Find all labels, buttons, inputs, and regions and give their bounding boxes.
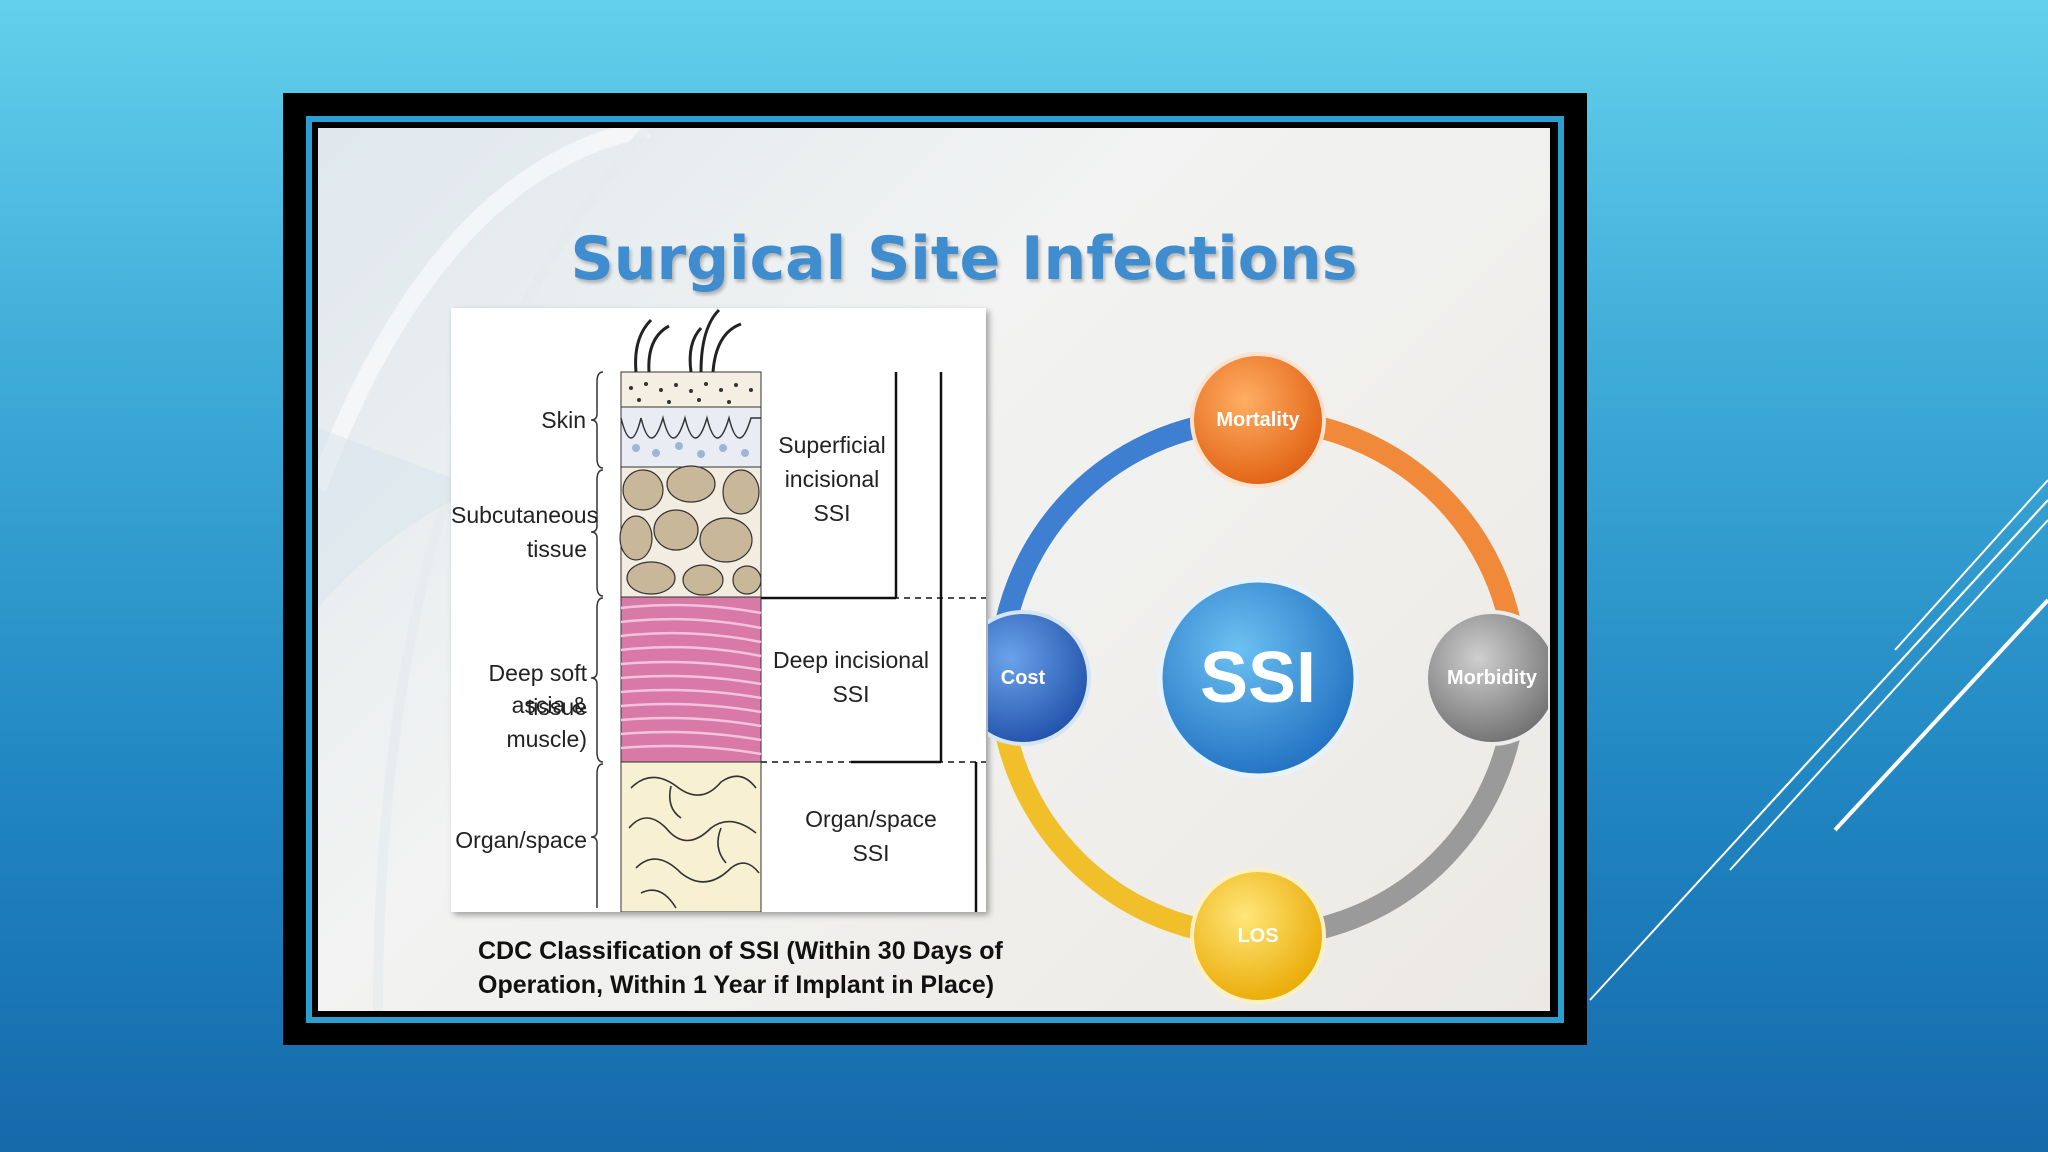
- label-deep-incisional-2: SSI: [832, 681, 870, 707]
- slide-content: Surgical Site Infections: [318, 128, 1550, 1011]
- center-node: [1157, 577, 1359, 779]
- ssi-impact-cycle: SSI Mortality Morbidity LOS Cost: [988, 352, 1548, 1004]
- node-morbidity-label: Morbidity: [1447, 667, 1538, 689]
- hair-icon: [634, 308, 742, 373]
- node-mortality-label: Mortality: [1216, 409, 1300, 431]
- node-cost: Cost: [988, 610, 1091, 746]
- label-superficial-3: SSI: [813, 500, 851, 526]
- label-organ-ssi-2: SSI: [852, 840, 890, 866]
- label-superficial-2: incisional: [784, 466, 880, 492]
- center-label: SSI: [1200, 638, 1316, 718]
- node-morbidity: Morbidity: [1424, 610, 1548, 746]
- node-mortality: Mortality: [1190, 352, 1326, 488]
- label-deep-incisional-1: Deep incisional: [773, 647, 929, 673]
- caption-line-1: CDC Classification of SSI (Within 30 Day…: [478, 937, 1003, 965]
- label-subcutaneous-1: Subcutaneous: [451, 502, 599, 528]
- ssi-layers-diagram: Skin Subcutaneous tissue Deep soft tissu…: [451, 308, 986, 912]
- node-los: LOS: [1190, 868, 1326, 1004]
- label-skin: Skin: [541, 407, 586, 433]
- node-los-label: LOS: [1237, 925, 1278, 947]
- diagram-caption: CDC Classification of SSI (Within 30 Day…: [478, 934, 1078, 1002]
- tissue-illustration: [590, 308, 986, 912]
- label-deep-2: ascia & muscle): [506, 692, 587, 752]
- background-swoosh: [318, 128, 652, 1011]
- caption-line-2: Operation, Within 1 Year if Implant in P…: [478, 971, 995, 999]
- label-deep-1: Deep soft tissue: [488, 660, 587, 720]
- label-organ: Organ/space: [455, 827, 587, 853]
- label-superficial-1: Superficial: [778, 432, 886, 458]
- label-subcutaneous-2: tissue: [526, 536, 587, 562]
- slide-title: Surgical Site Infections: [570, 224, 1358, 294]
- node-cost-label: Cost: [1001, 667, 1046, 689]
- label-organ-ssi-1: Organ/space: [805, 806, 937, 832]
